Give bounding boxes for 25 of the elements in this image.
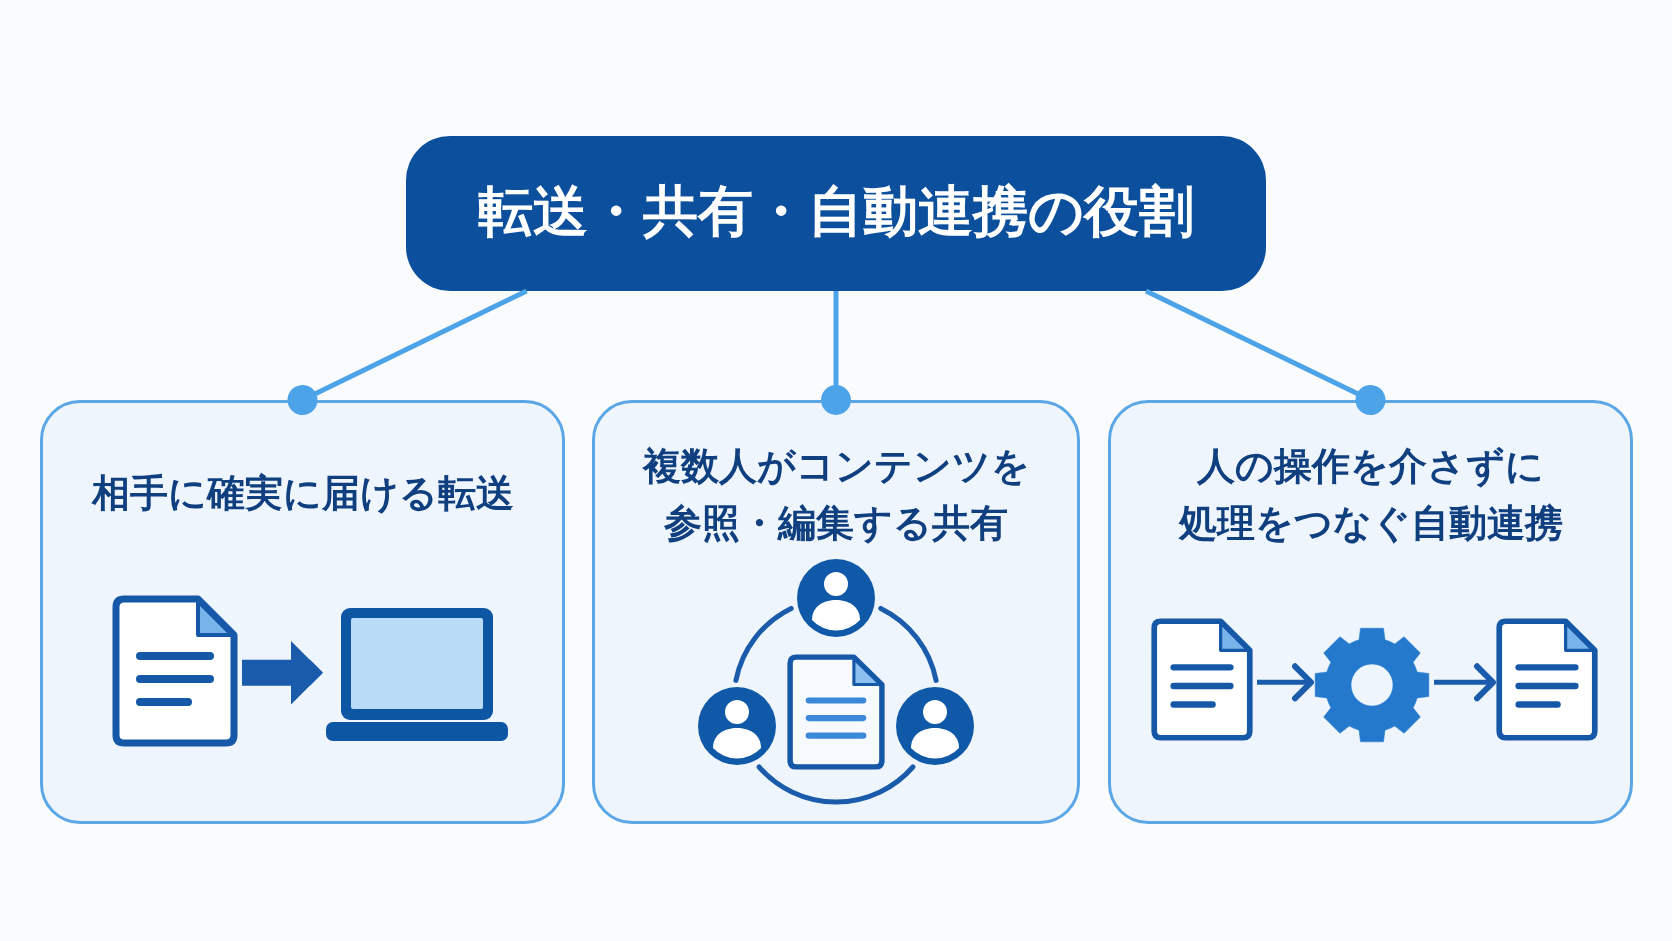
arrow <box>1434 663 1496 702</box>
connector-line <box>1144 288 1386 415</box>
title-text: 転送・共有・自動連携の役割 <box>478 178 1194 245</box>
user-icon <box>797 559 875 637</box>
card-panel <box>40 400 565 824</box>
connector-arc <box>878 605 939 683</box>
card-panel <box>1108 400 1633 824</box>
arrow <box>242 640 323 705</box>
connector-line <box>821 291 851 415</box>
user-icon <box>698 687 777 766</box>
connector-line <box>287 288 528 415</box>
connector-arc <box>756 764 916 805</box>
card-heading: 人の操作を介さずに処理をつなぐ自動連携 <box>1178 443 1563 547</box>
arrow <box>1257 663 1314 702</box>
document-icon <box>1151 618 1253 741</box>
gear-icon <box>1314 627 1430 743</box>
user-icon <box>895 687 974 766</box>
title-banner <box>406 136 1266 291</box>
document-icon <box>112 595 238 747</box>
card-heading: 相手に確実に届ける転送 <box>91 470 514 517</box>
connector-arc <box>733 605 794 683</box>
laptop-icon <box>326 608 508 741</box>
card-heading: 複数人がコンテンツを参照・編集する共有 <box>642 443 1030 547</box>
card-panel <box>592 400 1080 824</box>
document-icon <box>1496 618 1598 741</box>
